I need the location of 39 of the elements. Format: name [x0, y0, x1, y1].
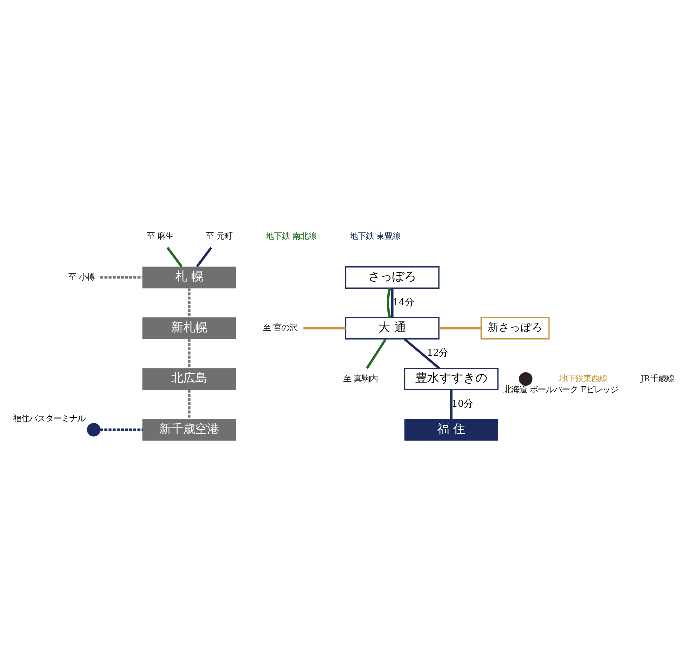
node-text: 至 小樽: [68, 271, 94, 282]
node-circle: [86, 422, 100, 436]
label: JR千歳線: [640, 372, 674, 383]
connector: [188, 288, 190, 318]
node-text: 至 麻生: [146, 230, 173, 241]
connector: [188, 338, 190, 368]
node-box: 新千歳空港: [142, 418, 236, 440]
node-box: さっぽろ: [344, 266, 440, 288]
connector: [166, 246, 182, 268]
connector: [404, 338, 440, 369]
node-box: 大 通: [344, 316, 440, 340]
node-text: 至 真駒内: [342, 372, 378, 383]
node-text: 至 元町: [205, 230, 232, 241]
node-box: 札 幌: [142, 266, 236, 288]
connector: [386, 288, 391, 318]
label: 地下鉄 南北線: [265, 230, 316, 241]
node-box: 福 住: [404, 418, 498, 440]
connector: [188, 390, 190, 419]
connector: [366, 338, 386, 369]
connector: [100, 428, 142, 431]
label: 地下鉄 東豊線: [350, 230, 400, 241]
connector: [438, 326, 481, 330]
edge-label: 12分: [426, 348, 448, 359]
label: 地下鉄東西線: [559, 372, 608, 383]
node-box: 新さっぽろ: [480, 316, 550, 340]
connector: [196, 246, 212, 268]
node-box: 豊水すすきの: [404, 368, 498, 390]
connector: [303, 326, 346, 330]
edge-label: 14分: [392, 296, 414, 308]
node-label: 北海道 ボールパーク Fビレッジ: [503, 384, 618, 394]
connector: [450, 390, 452, 419]
connector: [390, 288, 394, 318]
node-text: 至 宮の沢: [262, 322, 298, 332]
node-circle: [518, 372, 532, 386]
node-box: 新札幌: [142, 317, 236, 339]
connector: [100, 276, 142, 278]
edge-label: 10分: [451, 398, 472, 410]
node-box: 北広島: [142, 368, 236, 390]
node-label: 福住バスターミナル: [12, 412, 85, 423]
